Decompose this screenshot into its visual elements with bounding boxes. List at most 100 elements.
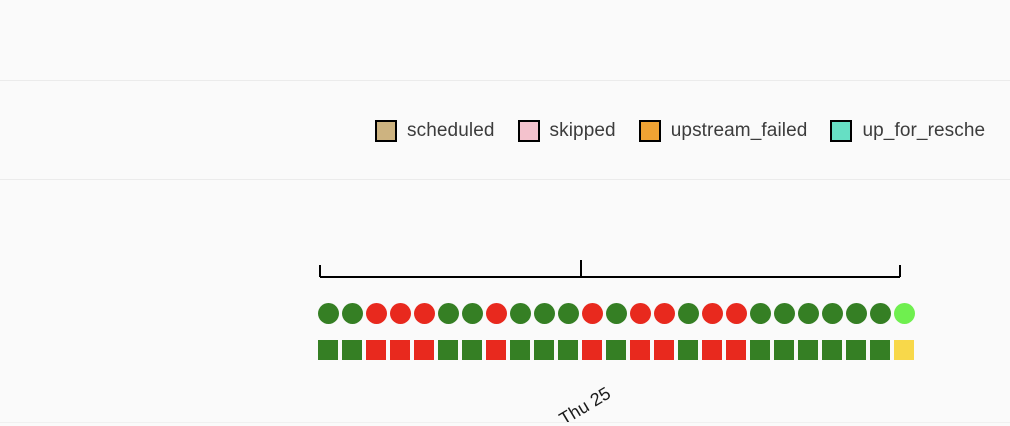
task-instance-marker[interactable] <box>436 339 460 361</box>
status-marker-failed <box>581 302 603 324</box>
task-instance-marker[interactable] <box>796 339 820 361</box>
status-marker-success <box>677 302 699 324</box>
legend-item-up-for-resche[interactable]: up_for_resche <box>830 119 986 142</box>
status-marker-success <box>438 340 458 360</box>
dag-run-marker[interactable] <box>796 301 820 325</box>
square-swatch-icon <box>638 119 661 142</box>
dag-run-marker[interactable] <box>316 301 340 325</box>
dag-run-marker[interactable] <box>724 301 748 325</box>
task-instance-marker[interactable] <box>724 339 748 361</box>
status-marker-success <box>606 340 626 360</box>
legend-item-label: up_for_resche <box>862 119 986 141</box>
task-instance-marker[interactable] <box>772 339 796 361</box>
status-marker-success <box>534 340 554 360</box>
legend-item-upstream-failed[interactable]: upstream_failed <box>638 119 808 142</box>
dag-run-marker[interactable] <box>364 301 388 325</box>
status-marker-success <box>821 302 843 324</box>
dag-run-marker[interactable] <box>628 301 652 325</box>
task-instance-marker[interactable] <box>892 339 916 361</box>
status-legend: scheduled skipped upstream_failed up_for_re… <box>375 81 986 179</box>
status-marker-success <box>605 302 627 324</box>
top-spacer-band <box>0 0 1010 81</box>
dag-run-marker[interactable] <box>772 301 796 325</box>
task-instance-marker[interactable] <box>868 339 892 361</box>
dag-run-marker[interactable] <box>868 301 892 325</box>
legend-item-label: upstream_failed <box>670 119 808 141</box>
status-marker-success <box>341 302 363 324</box>
task-instance-marker[interactable] <box>820 339 844 361</box>
status-marker-failed <box>413 302 435 324</box>
dag-run-marker[interactable] <box>748 301 772 325</box>
status-marker-success <box>317 302 339 324</box>
date-axis-bracket <box>318 260 902 279</box>
status-marker-failed <box>485 302 507 324</box>
task-instance-marker[interactable] <box>628 339 652 361</box>
task-instance-marker[interactable] <box>484 339 508 361</box>
dag-run-marker[interactable] <box>460 301 484 325</box>
dag-run-marker[interactable] <box>436 301 460 325</box>
dag-run-marker[interactable] <box>388 301 412 325</box>
status-marker-failed <box>366 340 386 360</box>
dag-run-marker[interactable] <box>556 301 580 325</box>
dag-run-marker[interactable] <box>532 301 556 325</box>
status-marker-success <box>462 340 482 360</box>
task-instance-marker[interactable] <box>676 339 700 361</box>
square-swatch-icon <box>517 119 540 142</box>
task-instance-marker[interactable] <box>604 339 628 361</box>
status-marker-success <box>870 340 890 360</box>
status-marker-failed <box>653 302 675 324</box>
task-instance-marker-row <box>316 339 916 361</box>
status-marker-failed <box>389 302 411 324</box>
timeline-chart: Thu 25 <box>0 180 1010 422</box>
status-marker-success <box>678 340 698 360</box>
dag-run-marker[interactable] <box>700 301 724 325</box>
task-instance-marker[interactable] <box>364 339 388 361</box>
task-instance-marker[interactable] <box>316 339 340 361</box>
task-instance-marker[interactable] <box>508 339 532 361</box>
square-swatch-icon <box>830 119 853 142</box>
status-marker-up_for_retry <box>894 340 914 360</box>
task-instance-marker[interactable] <box>700 339 724 361</box>
dag-run-marker[interactable] <box>844 301 868 325</box>
task-instance-marker[interactable] <box>844 339 868 361</box>
task-instance-marker[interactable] <box>532 339 556 361</box>
status-marker-failed <box>725 302 747 324</box>
legend-item-label: scheduled <box>407 119 495 141</box>
status-marker-success <box>797 302 819 324</box>
dag-run-marker-row <box>316 301 916 325</box>
dag-run-marker[interactable] <box>412 301 436 325</box>
status-marker-success <box>533 302 555 324</box>
task-instance-marker[interactable] <box>388 339 412 361</box>
legend-item-skipped[interactable]: skipped <box>517 119 616 142</box>
dag-run-marker[interactable] <box>580 301 604 325</box>
legend-item-scheduled[interactable]: scheduled <box>375 119 495 142</box>
status-marker-success <box>318 340 338 360</box>
status-marker-failed <box>726 340 746 360</box>
task-instance-marker[interactable] <box>340 339 364 361</box>
status-marker-failed <box>390 340 410 360</box>
status-marker-success <box>749 302 771 324</box>
dag-run-marker[interactable] <box>484 301 508 325</box>
status-marker-success <box>750 340 770 360</box>
task-instance-marker[interactable] <box>748 339 772 361</box>
status-marker-failed <box>701 302 723 324</box>
dag-run-marker[interactable] <box>676 301 700 325</box>
task-instance-marker[interactable] <box>652 339 676 361</box>
dag-run-marker[interactable] <box>340 301 364 325</box>
task-instance-marker[interactable] <box>556 339 580 361</box>
dag-run-marker[interactable] <box>892 301 916 325</box>
dag-run-marker[interactable] <box>652 301 676 325</box>
status-marker-success <box>822 340 842 360</box>
task-instance-marker[interactable] <box>580 339 604 361</box>
task-instance-marker[interactable] <box>412 339 436 361</box>
status-marker-success <box>437 302 459 324</box>
dag-run-marker[interactable] <box>604 301 628 325</box>
task-instance-marker[interactable] <box>460 339 484 361</box>
dag-run-marker[interactable] <box>820 301 844 325</box>
square-swatch-icon <box>375 119 397 142</box>
dag-run-marker[interactable] <box>508 301 532 325</box>
status-marker-success <box>845 302 867 324</box>
status-marker-failed <box>414 340 434 360</box>
status-marker-failed <box>630 340 650 360</box>
